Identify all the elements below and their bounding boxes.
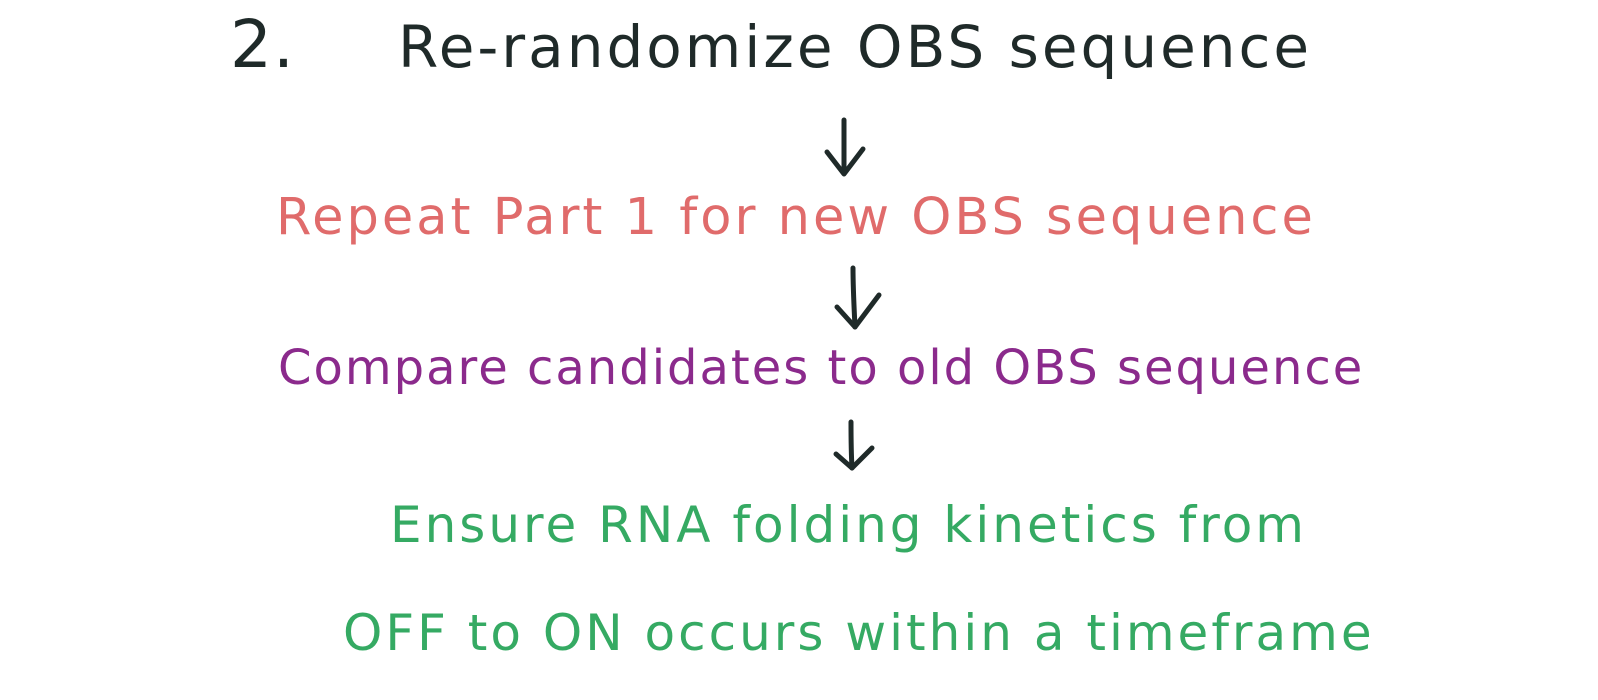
down-arrow-3-head xyxy=(833,445,875,471)
step-number: 2. xyxy=(230,6,295,83)
down-arrow-1-head xyxy=(824,146,866,177)
step-title: Re-randomize OBS sequence xyxy=(398,13,1313,81)
down-arrow-1 xyxy=(824,117,866,177)
down-arrow-3-shaft xyxy=(848,419,855,471)
down-arrow-3 xyxy=(833,419,875,471)
down-arrow-2-shaft xyxy=(850,265,858,330)
compare-step-text: Compare candidates to old OBS sequence xyxy=(278,340,1365,396)
ensure-step-text-line-2: OFF to ON occurs within a timeframe xyxy=(343,604,1375,662)
repeat-step-text: Repeat Part 1 for new OBS sequence xyxy=(276,188,1316,247)
down-arrow-2 xyxy=(834,265,882,330)
ensure-step-text-line-1: Ensure RNA folding kinetics from xyxy=(390,496,1307,554)
down-arrow-2-head xyxy=(834,292,882,330)
